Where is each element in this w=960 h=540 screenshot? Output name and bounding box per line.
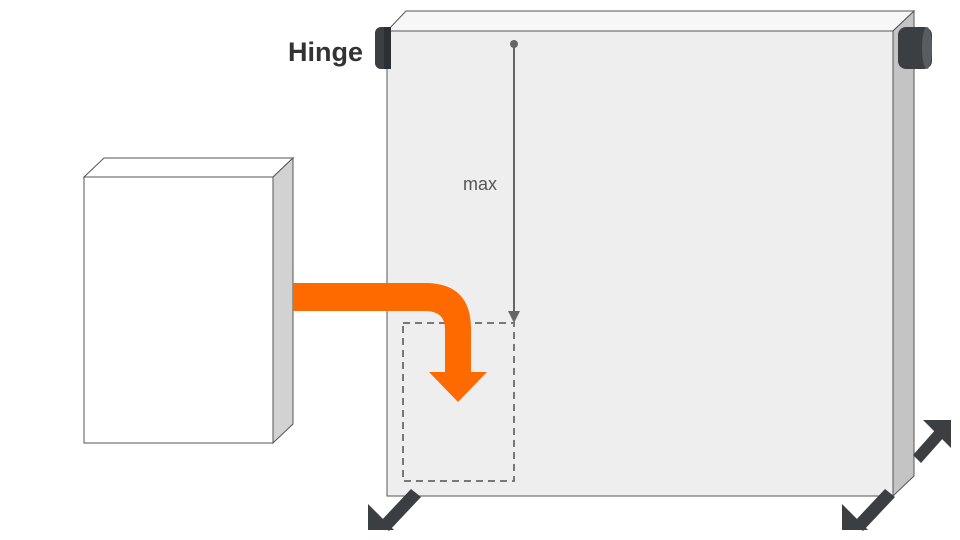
max-label: max bbox=[463, 174, 497, 194]
hinge-left-icon bbox=[375, 27, 391, 69]
small-box-front-face bbox=[83, 176, 274, 444]
corner-arrow-bottom-right-icon bbox=[842, 489, 895, 531]
small-box-top-face bbox=[82, 157, 295, 178]
target-zone bbox=[402, 322, 515, 482]
corner-arrow-right-up-icon bbox=[913, 420, 951, 463]
hinge-label: Hinge bbox=[288, 37, 363, 67]
corner-arrow-bottom-left-icon bbox=[368, 489, 421, 531]
hinge-right-icon bbox=[898, 27, 932, 69]
flow-arrow-icon bbox=[293, 283, 487, 402]
large-panel-front-face bbox=[386, 30, 894, 497]
large-panel-top-face bbox=[385, 10, 916, 32]
max-dimension-line bbox=[508, 40, 520, 323]
large-panel-side-face bbox=[892, 9, 915, 498]
small-box-side-face bbox=[272, 156, 294, 445]
small-box bbox=[82, 156, 295, 445]
large-panel bbox=[385, 9, 916, 498]
